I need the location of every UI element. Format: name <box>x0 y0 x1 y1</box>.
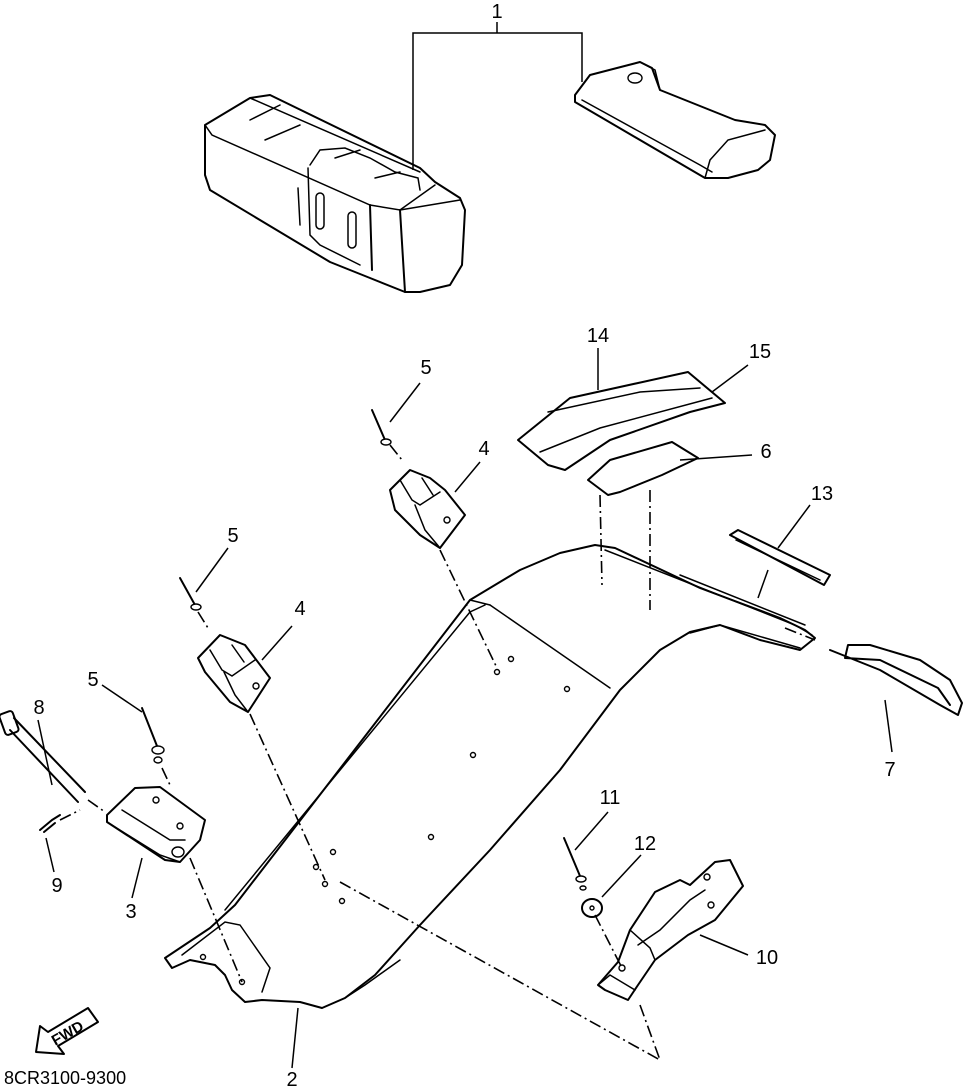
hinge-bracket <box>106 786 206 863</box>
rivet-middle <box>179 577 202 611</box>
rivet-upper <box>371 409 392 446</box>
tool-pouch <box>574 61 776 179</box>
callout-1: 1 <box>491 1 502 23</box>
rivet-small <box>563 837 587 891</box>
pad <box>587 441 699 496</box>
callout-10: 10 <box>756 947 778 969</box>
cotter-pin <box>39 814 61 833</box>
callout-4-upper: 4 <box>478 438 489 460</box>
callout-11: 11 <box>600 787 621 809</box>
leader-lines <box>37 348 893 1069</box>
tool-bag <box>204 94 466 293</box>
rear-fender <box>164 544 816 1009</box>
bolt <box>0 710 86 803</box>
callout-4-lower: 4 <box>294 598 305 620</box>
rod <box>829 644 963 716</box>
callout-12: 12 <box>634 833 656 855</box>
tape-strip <box>517 371 726 471</box>
washer <box>581 898 603 918</box>
drawing-code: 8CR3100-9300 <box>4 1068 126 1088</box>
tool-kit-leader <box>412 22 583 170</box>
callout-6: 6 <box>760 441 771 463</box>
callout-9: 9 <box>51 875 62 897</box>
callout-5-middle: 5 <box>227 525 238 547</box>
clip-bracket-upper <box>389 469 466 549</box>
assembly-lines <box>59 444 816 1061</box>
callout-5-upper: 5 <box>420 357 431 379</box>
callout-15: 15 <box>749 341 771 363</box>
callout-3: 3 <box>125 901 136 923</box>
callout-2: 2 <box>286 1069 297 1088</box>
rivet-lower <box>141 707 165 764</box>
callout-5-lower: 5 <box>87 669 98 691</box>
callout-7: 7 <box>884 759 895 781</box>
forward-arrow-icon: FWD <box>35 1007 99 1055</box>
clip-bracket-lower <box>197 634 271 713</box>
callout-14: 14 <box>587 325 609 347</box>
lower-bracket <box>597 859 744 1001</box>
callout-labels: 1 14 15 6 13 7 5 4 5 4 5 8 9 3 11 12 10 … <box>33 1 895 1088</box>
callout-13: 13 <box>811 483 833 505</box>
band <box>729 529 831 586</box>
callout-8: 8 <box>33 697 44 719</box>
forward-label: FWD <box>49 1018 87 1050</box>
